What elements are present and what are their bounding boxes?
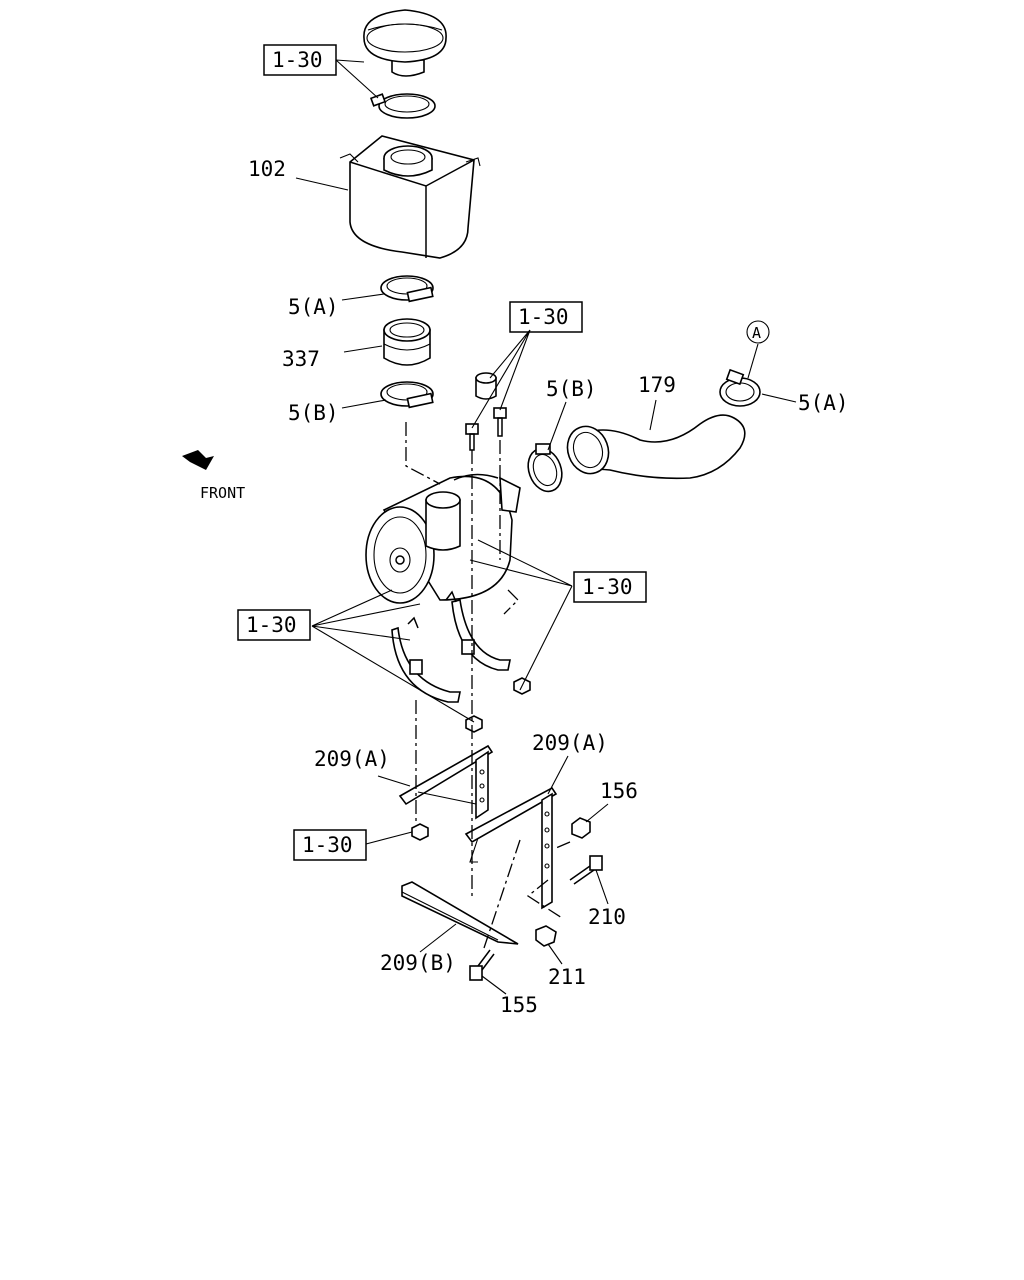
clamp-5a-right (719, 368, 761, 407)
callout-box-mid-right[interactable]: 1-30 (573, 571, 647, 603)
top-clamp-ring (369, 93, 436, 119)
mounting-brackets (391, 590, 531, 841)
label-102[interactable]: 102 (248, 157, 286, 181)
assembly-lines (405, 422, 571, 949)
clamp-5b-left (380, 381, 434, 409)
cap-and-bolts (465, 372, 507, 451)
reference-marker-circle (746, 320, 770, 344)
label-155[interactable]: 155 (500, 993, 538, 1017)
bracket-209b (401, 881, 519, 945)
nut-156 (571, 817, 591, 839)
label-211[interactable]: 211 (548, 965, 586, 989)
front-direction-arrow (182, 450, 214, 470)
label-209a-left[interactable]: 209(A) (314, 747, 390, 771)
svg-text:1-30: 1-30 (518, 305, 569, 329)
callout-box-bolts[interactable]: 1-30 (509, 301, 583, 333)
bracket-209a-left (398, 744, 494, 820)
sleeve-337 (383, 318, 431, 366)
label-179[interactable]: 179 (638, 373, 676, 397)
label-5a-right[interactable]: 5(A) (798, 391, 849, 415)
label-156[interactable]: 156 (600, 779, 638, 803)
callout-box-top[interactable]: 1-30 (263, 44, 337, 76)
svg-text:1-30: 1-30 (246, 613, 297, 637)
air-cleaner-body (365, 473, 521, 604)
label-5b-right[interactable]: 5(B) (546, 377, 597, 401)
label-5b-left[interactable]: 5(B) (288, 401, 339, 425)
nut-211 (535, 925, 557, 947)
svg-text:1-30: 1-30 (272, 48, 323, 72)
label-337[interactable]: 337 (282, 347, 320, 371)
label-209a-right[interactable]: 209(A) (532, 731, 608, 755)
label-210[interactable]: 210 (588, 905, 626, 929)
label-5a-upper[interactable]: 5(A) (288, 295, 339, 319)
front-label: FRONT (200, 484, 245, 502)
svg-text:1-30: 1-30 (302, 833, 353, 857)
leader-lines (295, 59, 797, 995)
bolt-155 (469, 949, 495, 981)
bracket-209a-right (464, 786, 558, 910)
air-cleaner-cap (363, 9, 447, 77)
bolt-210 (569, 855, 603, 885)
reference-marker-a: A (752, 324, 761, 342)
svg-text:1-30: 1-30 (582, 575, 633, 599)
label-209b[interactable]: 209(B) (380, 951, 456, 975)
hose-179 (566, 414, 746, 480)
clamp-5a-upper (380, 275, 434, 303)
clamp-5b-right (527, 443, 563, 493)
callout-box-mid-left[interactable]: 1-30 (237, 609, 311, 641)
tank-102 (339, 135, 481, 259)
callout-box-bottom[interactable]: 1-30 (293, 829, 367, 861)
